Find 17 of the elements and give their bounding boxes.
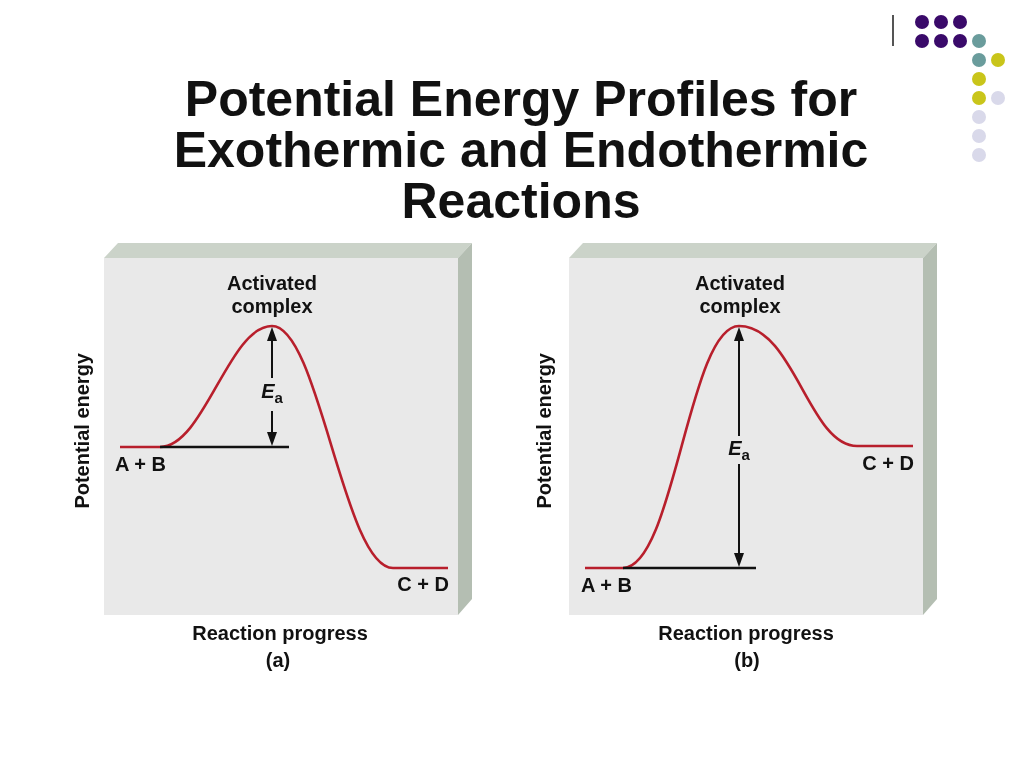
- diagram-panel: [104, 243, 472, 615]
- activation-energy-label: E$_{a}$: [728, 437, 750, 460]
- y-axis-title: Potential energy: [533, 353, 556, 509]
- panel-caption: (a): [265, 649, 291, 672]
- product-label: C + D: [397, 573, 449, 596]
- slide-title: Potential Energy Profiles for Exothermic and Endothermic Reactions: [172, 74, 870, 227]
- peak-label: Activated complex: [226, 272, 318, 318]
- diagram-panel: [569, 243, 937, 615]
- x-axis-title: Reaction progress: [192, 622, 368, 645]
- panel-caption: (b): [734, 649, 760, 672]
- y-axis-title: Potential energy: [71, 353, 94, 509]
- product-label: C + D: [862, 452, 914, 475]
- peak-label: Activated complex: [694, 272, 786, 318]
- reactant-label: A + B: [581, 574, 632, 597]
- x-axis-title: Reaction progress: [658, 622, 834, 645]
- activation-energy-label: E$_{a}$: [261, 380, 283, 403]
- reactant-label: A + B: [115, 453, 166, 476]
